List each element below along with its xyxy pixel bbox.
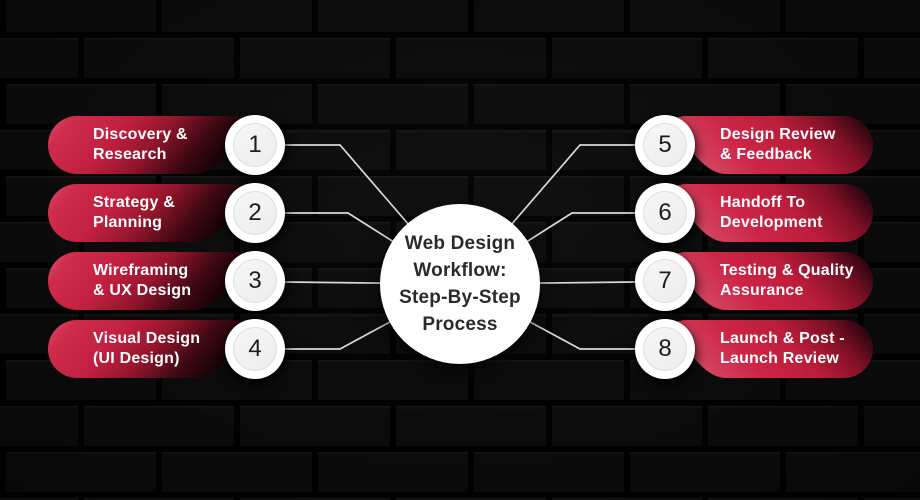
step-number: 4 bbox=[233, 327, 277, 371]
pill-ribbon bbox=[674, 116, 873, 174]
step-number: 6 bbox=[643, 191, 687, 235]
pill-shape bbox=[674, 184, 873, 242]
pill-shape bbox=[48, 184, 247, 242]
pill-ribbon bbox=[48, 184, 247, 242]
step-number-badge: 4 bbox=[225, 319, 285, 379]
pill-shape bbox=[48, 320, 247, 378]
pill-shape bbox=[48, 116, 247, 174]
step-number: 3 bbox=[233, 259, 277, 303]
pill-ribbon bbox=[674, 320, 873, 378]
pill-shape bbox=[48, 252, 247, 310]
step-number: 8 bbox=[643, 327, 687, 371]
step-label: Wireframing& UX Design bbox=[93, 262, 192, 299]
diagram-title-line: Web Design bbox=[404, 233, 516, 254]
step-label: Design Review& Feedback bbox=[720, 126, 836, 163]
diagram-title-line: Workflow: bbox=[413, 260, 507, 281]
step-pill: Wireframing& UX Design bbox=[48, 252, 248, 310]
diagram-title-line: Step-By-Step bbox=[399, 287, 521, 308]
step-number-badge: 6 bbox=[635, 183, 695, 243]
step-pill: Visual Design(UI Design) bbox=[48, 320, 248, 378]
step-number: 2 bbox=[233, 191, 277, 235]
step-pill: Strategy &Planning bbox=[48, 184, 248, 242]
step-number-badge: 2 bbox=[225, 183, 285, 243]
pill-ribbon bbox=[674, 184, 873, 242]
step-number-badge: 7 bbox=[635, 251, 695, 311]
step-number: 5 bbox=[643, 123, 687, 167]
central-node: Web Design Workflow: Step-By-Step Proces… bbox=[380, 204, 540, 364]
pill-ribbon bbox=[48, 320, 247, 378]
step-pill: Design Review& Feedback bbox=[673, 116, 873, 174]
step-number-badge: 5 bbox=[635, 115, 695, 175]
pill-ribbon bbox=[48, 252, 247, 310]
step-pill: Launch & Post -Launch Review bbox=[673, 320, 873, 378]
pill-ribbon bbox=[674, 252, 873, 310]
step-number: 1 bbox=[233, 123, 277, 167]
step-label: Launch & Post -Launch Review bbox=[720, 330, 845, 367]
step-number: 7 bbox=[643, 259, 687, 303]
diagram-title-line: Process bbox=[422, 314, 498, 335]
step-label: Strategy &Planning bbox=[93, 194, 176, 231]
pill-shape bbox=[674, 320, 873, 378]
step-number-badge: 1 bbox=[225, 115, 285, 175]
pill-ribbon bbox=[48, 116, 247, 174]
pill-shape bbox=[674, 252, 873, 310]
step-pill: Discovery &Research bbox=[48, 116, 248, 174]
step-number-badge: 3 bbox=[225, 251, 285, 311]
step-label: Discovery &Research bbox=[93, 126, 188, 163]
pill-shape bbox=[674, 116, 873, 174]
step-number-badge: 8 bbox=[635, 319, 695, 379]
step-label: Visual Design(UI Design) bbox=[93, 330, 201, 367]
